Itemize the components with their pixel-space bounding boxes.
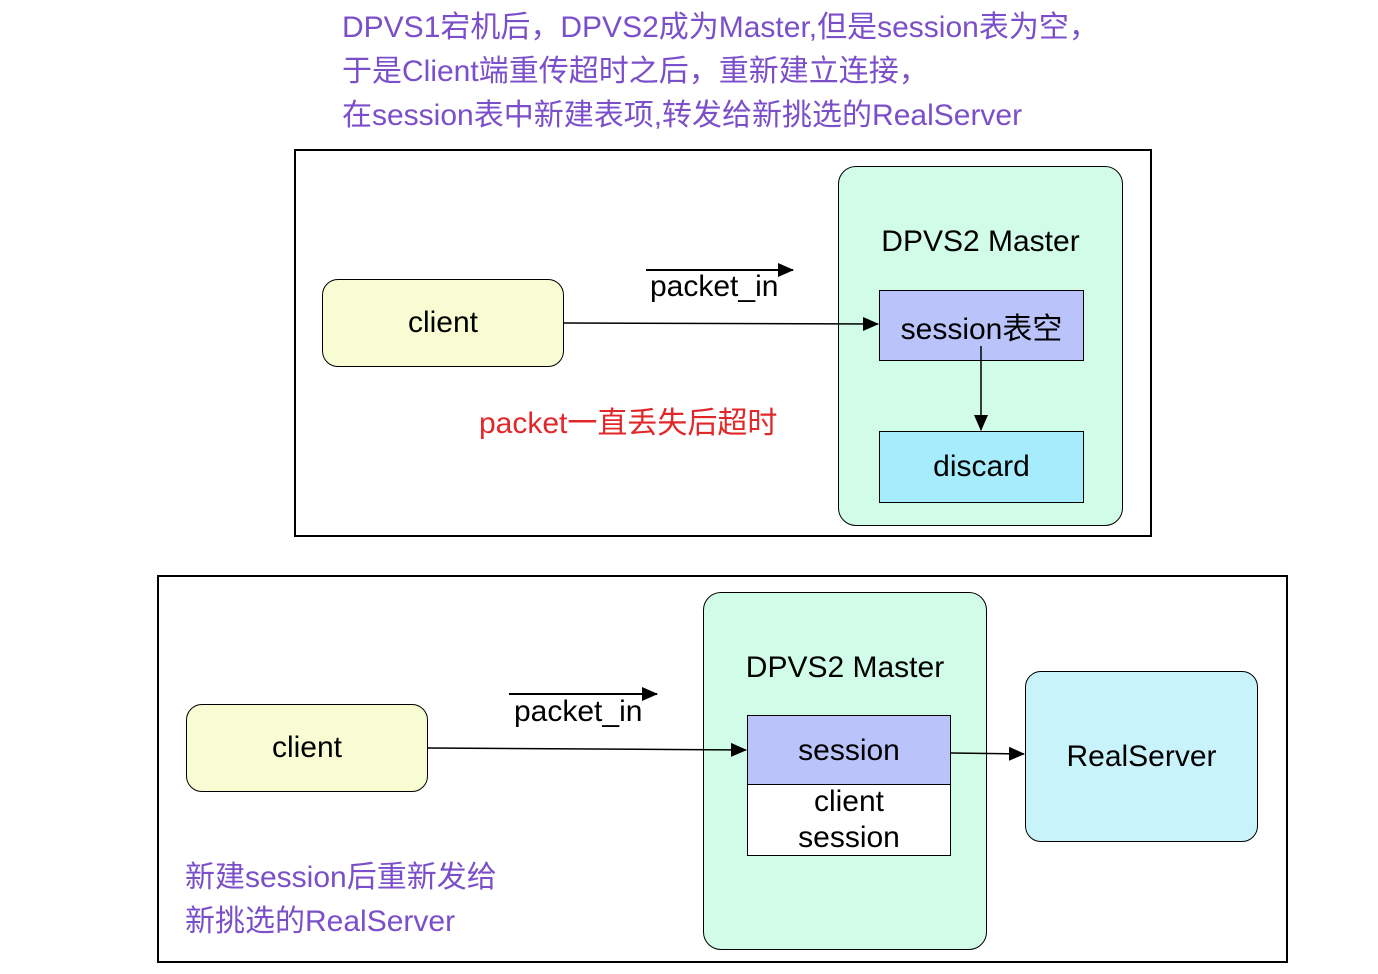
caption-line-1: DPVS1宕机后，DPVS2成为Master,但是session表为空， xyxy=(342,11,1099,44)
top-master-title: DPVS2 Master xyxy=(881,225,1080,258)
bottom-client-node[interactable]: client xyxy=(186,704,428,792)
top-session-label: session表空 xyxy=(900,312,1063,346)
session-to-realserver-arrow xyxy=(950,746,1025,761)
entry-line-1: client xyxy=(813,785,885,818)
caption-line-2: 于是Client端重传超时之后，重新建立连接， xyxy=(342,55,929,88)
entry-line-2: session xyxy=(798,821,900,854)
bottom-note-line-1: 新建session后重新发给 xyxy=(185,861,497,894)
discard-label: discard xyxy=(933,450,1030,483)
bottom-packet-in-label: packet_in xyxy=(514,695,643,728)
top-client-label: client xyxy=(407,306,479,339)
top-client-to-session-arrow xyxy=(563,316,879,331)
top-packet-in-label: packet_in xyxy=(650,270,779,303)
bottom-client-label: client xyxy=(271,731,343,764)
top-caption: DPVS1宕机后，DPVS2成为Master,但是session表为空， 于是C… xyxy=(342,6,1099,138)
client-session-entry[interactable]: client session xyxy=(747,784,951,856)
bottom-note: 新建session后重新发给 新挑选的RealServer xyxy=(185,856,497,944)
discard-node[interactable]: discard xyxy=(879,431,1084,503)
realserver-label: RealServer xyxy=(1066,739,1217,773)
caption-line-3: 在session表中新建表项,转发给新挑选的RealServer xyxy=(342,99,1023,132)
timeout-note: packet一直丢失后超时 xyxy=(479,407,778,440)
bottom-session-label: session xyxy=(798,733,900,767)
bottom-client-to-session-arrow xyxy=(427,742,747,757)
top-client-node[interactable]: client xyxy=(322,279,564,367)
bottom-master-title: DPVS2 Master xyxy=(745,651,945,684)
bottom-note-line-2: 新挑选的RealServer xyxy=(185,905,456,938)
realserver-node[interactable]: RealServer xyxy=(1025,671,1258,842)
